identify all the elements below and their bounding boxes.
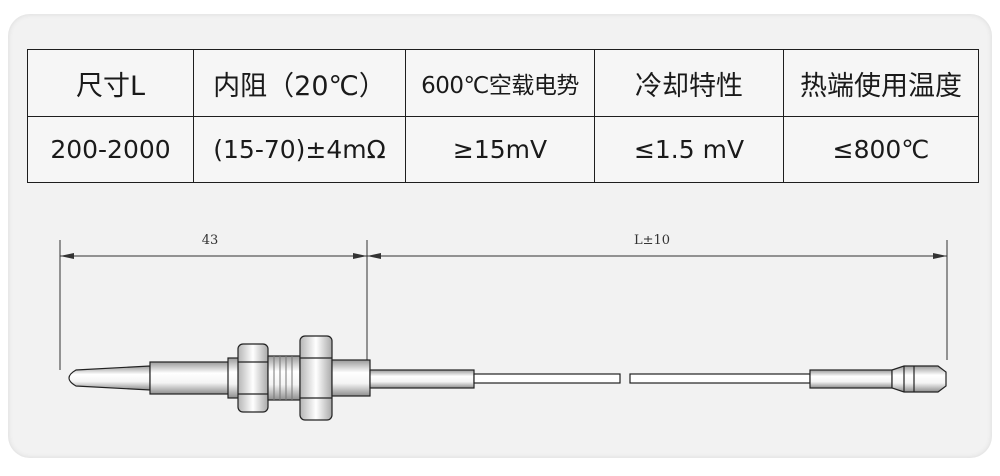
value-emf: ≥15mV: [405, 116, 595, 183]
probe-assembly: [68, 335, 475, 421]
terminal-connector: [809, 365, 947, 393]
dimension-arrows: [60, 253, 947, 259]
dimension-label-43: 43: [202, 233, 219, 248]
header-temperature: 热端使用温度: [783, 49, 979, 117]
header-size: 尺寸L: [27, 49, 194, 117]
table-header-row: 尺寸L 内阻（20℃） 600℃空载电势 冷却特性 热端使用温度: [27, 49, 979, 117]
hex-nut-left: [237, 343, 269, 413]
dimension-lines: [59, 240, 948, 370]
spec-table: 尺寸L 内阻（20℃） 600℃空载电势 冷却特性 热端使用温度 200-200…: [27, 49, 979, 183]
table-row: 200-2000 (15-70)±4mΩ ≥15mV ≤1.5 mV ≤800℃: [27, 116, 979, 183]
dimension-label-length: L±10: [634, 233, 670, 248]
header-emf: 600℃空载电势: [405, 49, 595, 117]
lead-wire: [473, 373, 811, 384]
value-temperature: ≤800℃: [783, 116, 979, 183]
probe-sheath: [149, 361, 233, 395]
terminal-plug: [891, 365, 947, 393]
probe-tip: [68, 365, 151, 391]
hex-nut-right: [299, 335, 333, 421]
terminal-sleeve: [809, 369, 893, 389]
value-size: 200-2000: [27, 116, 194, 183]
value-cooling: ≤1.5 mV: [594, 116, 784, 183]
thread-section: [267, 355, 301, 401]
probe-collar: [331, 359, 371, 397]
cable-sleeve: [369, 369, 475, 389]
